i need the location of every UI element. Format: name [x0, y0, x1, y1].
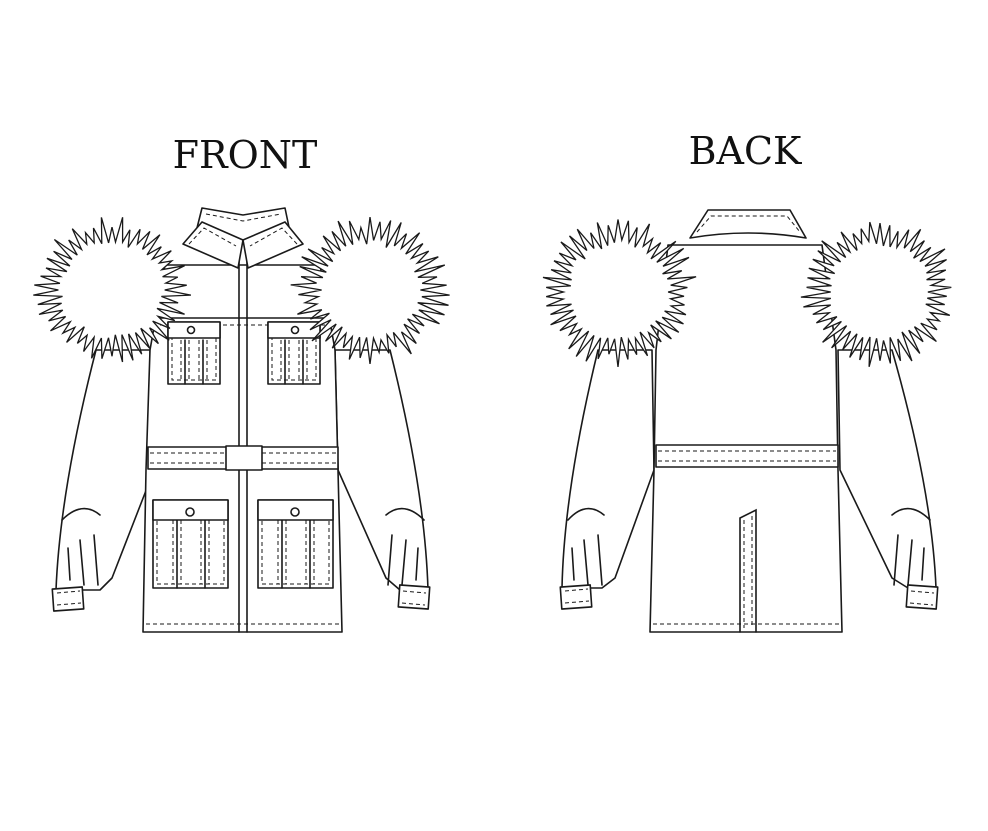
front-upper-left-pocket-button: [186, 325, 196, 335]
back-vent: [739, 508, 757, 633]
front-waist-belt: [147, 445, 339, 471]
front-right-fur-trim: [290, 217, 450, 364]
front-lower-right-pocket: [257, 499, 334, 589]
front-left-fur-trim: [33, 217, 192, 363]
back-right-sleeve: [837, 349, 939, 610]
front-view: [33, 207, 450, 633]
back-view: [542, 209, 952, 633]
front-right-cuff: [397, 584, 431, 610]
back-waist-band: [655, 444, 839, 468]
front-view-title: FRONT: [173, 133, 318, 177]
back-right-fur-trim: [800, 221, 952, 367]
front-lower-right-pocket-button: [290, 507, 300, 517]
back-left-fur-trim: [542, 219, 697, 367]
front-right-sleeve: [334, 349, 431, 610]
front-belt-buckle: [225, 445, 263, 471]
back-view-title: BACK: [689, 129, 802, 173]
front-lower-left-pocket-button: [185, 507, 195, 517]
front-upper-right-pocket-button: [290, 325, 300, 335]
back-left-sleeve: [559, 349, 655, 610]
back-right-cuff: [905, 584, 939, 610]
front-collar: [182, 207, 304, 269]
back-collar: [689, 209, 807, 239]
front-upper-right-pocket: [267, 321, 321, 385]
front-upper-left-pocket: [167, 321, 221, 385]
front-left-sleeve: [51, 349, 155, 612]
front-lower-left-pocket: [152, 499, 229, 589]
